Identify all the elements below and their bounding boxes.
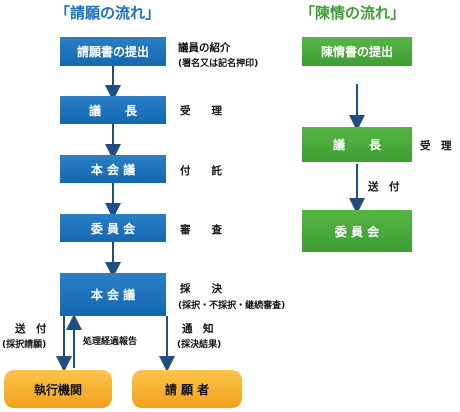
label-vote-options: (採択・不採択・継続審査) <box>178 301 286 311</box>
label-report: 処理経過報告 <box>83 337 138 347</box>
label-review: 審 査 <box>180 224 222 236</box>
label-refer: 付 託 <box>180 165 222 177</box>
label-statement-receipt: 受 理 <box>420 140 452 152</box>
label-notify-note: (採決結果) <box>177 340 222 350</box>
label-vote: 採 決 <box>180 283 222 295</box>
box-petition-committee: 委 員 会 <box>60 214 166 242</box>
label-intro-note: (署名又は記名押印) <box>178 59 259 69</box>
box-petition-submit: 請願書の提出 <box>60 37 166 66</box>
box-petition-plenary-1: 本 会 議 <box>60 155 166 183</box>
box-petitioner: 請 願 者 <box>132 370 242 408</box>
box-petition-plenary-2: 本 会 議 <box>60 273 166 316</box>
label-send: 送 付 <box>15 323 47 335</box>
box-statement-committee: 委 員 会 <box>302 210 412 252</box>
petition-flow-title: 「請願の流れ」 <box>55 4 161 22</box>
label-send-note: (採択請願) <box>2 340 47 350</box>
box-statement-chair: 議 長 <box>302 127 412 162</box>
box-executive: 執行機関 <box>4 370 112 408</box>
statement-flow-title: 「陳情の流れ」 <box>300 4 406 22</box>
label-statement-send: 送 付 <box>368 181 400 193</box>
label-notify: 通 知 <box>182 323 214 335</box>
box-statement-submit: 陳情書の提出 <box>302 37 412 66</box>
label-intro: 議員の紹介 <box>178 42 231 54</box>
box-petition-chair: 議 長 <box>60 96 166 124</box>
label-receipt: 受 理 <box>180 105 222 117</box>
